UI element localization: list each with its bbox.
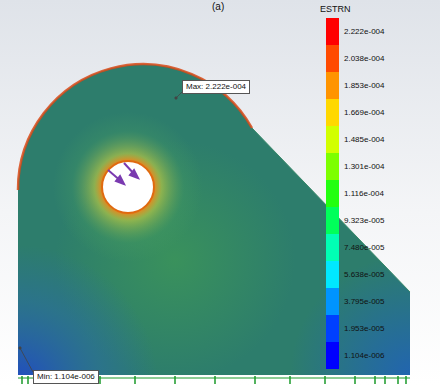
legend-row: 9.323e-005 (326, 207, 384, 234)
legend-value: 1.853e-004 (344, 81, 384, 90)
legend-row: 1.301e-004 (326, 153, 384, 180)
load-arrows (108, 163, 138, 184)
legend-row: 1.116e-004 (326, 180, 384, 207)
legend-swatch (326, 234, 339, 261)
callout-text: Max: 2.222e-004 (186, 82, 246, 92)
legend-swatch (326, 288, 339, 315)
legend-value: 1.953e-005 (344, 324, 384, 333)
legend-row: 2.222e-004 (326, 18, 384, 45)
legend-value: 9.323e-005 (344, 216, 384, 225)
legend-value: 2.038e-004 (344, 54, 384, 63)
legend-row: 3.795e-005 (326, 288, 384, 315)
legend-swatch (326, 99, 339, 126)
legend-value: 2.222e-004 (344, 27, 384, 36)
legend-value: 7.480e-005 (344, 243, 384, 252)
legend-value: 5.638e-005 (344, 270, 384, 279)
legend-swatch (326, 153, 339, 180)
legend-value: 1.301e-004 (344, 162, 384, 171)
legend-row: 5.638e-005 (326, 261, 384, 288)
figure-label: (a) (212, 1, 224, 12)
legend-swatch (326, 315, 339, 342)
color-legend: 2.222e-004 2.038e-004 1.853e-004 1.669e-004… (326, 18, 384, 369)
callout-box: Max: 2.222e-004 (182, 80, 250, 94)
legend-row: 1.953e-005 (326, 315, 384, 342)
legend-swatch (326, 180, 339, 207)
plate (0, 60, 440, 385)
legend-swatch (326, 72, 339, 99)
legend-value: 3.795e-005 (344, 297, 384, 306)
legend-title: ESTRN (320, 4, 351, 14)
legend-row: 1.669e-004 (326, 99, 384, 126)
legend-row: 1.485e-004 (326, 126, 384, 153)
leader-lines (19, 92, 182, 372)
legend-value: 1.669e-004 (344, 108, 384, 117)
legend-swatch (326, 261, 339, 288)
callout-box: Min: 1.104e-006 (33, 370, 99, 384)
legend-swatch (326, 45, 339, 72)
legend-value: 1.485e-004 (344, 135, 384, 144)
legend-row: 2.038e-004 (326, 45, 384, 72)
legend-swatch (326, 18, 339, 45)
legend-swatch (326, 207, 339, 234)
legend-row: 1.853e-004 (326, 72, 384, 99)
legend-value: 1.104e-006 (344, 351, 384, 360)
legend-row: 1.104e-006 (326, 342, 384, 369)
legend-swatch (326, 126, 339, 153)
legend-swatch (326, 342, 339, 369)
callout-text: Min: 1.104e-006 (37, 372, 95, 382)
legend-row: 7.480e-005 (326, 234, 384, 261)
legend-value: 1.116e-004 (344, 189, 384, 198)
